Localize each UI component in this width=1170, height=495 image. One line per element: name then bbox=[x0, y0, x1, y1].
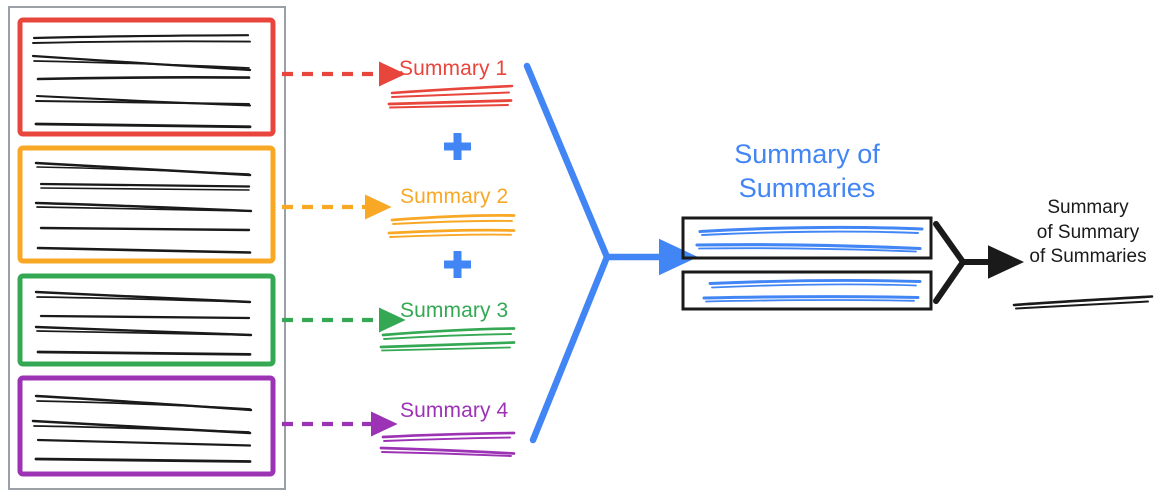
blue-funnel-connector bbox=[523, 62, 698, 444]
plus-sign-1 bbox=[444, 133, 471, 160]
plus-sign-2 bbox=[444, 251, 471, 278]
sos-box-1 bbox=[681, 216, 933, 260]
doc-group-2 bbox=[17, 145, 276, 264]
final-title-line-2: of Summary bbox=[1036, 221, 1140, 243]
doc-group-1 bbox=[17, 17, 276, 137]
doc-group-2-border bbox=[17, 145, 276, 264]
doc-group-4-scribbles bbox=[31, 394, 253, 463]
summary-4-label: Summary 4 bbox=[400, 399, 509, 422]
sos-box-2-scribbles bbox=[702, 279, 922, 303]
sos-title-line-2: Summaries bbox=[738, 172, 876, 203]
doc-group-3 bbox=[17, 273, 276, 367]
doc-group-4-border bbox=[17, 375, 276, 477]
summary-1-scribbles bbox=[387, 84, 514, 109]
sos-box-2 bbox=[681, 270, 933, 311]
summary-2-label: Summary 2 bbox=[400, 185, 509, 208]
sos-box-2-border bbox=[681, 270, 933, 311]
summary-of-summaries-title: Summary of Summaries bbox=[683, 138, 931, 206]
doc-group-1-scribbles bbox=[31, 34, 252, 129]
doc-group-2-scribbles bbox=[34, 161, 253, 254]
summary-3-scribbles bbox=[379, 327, 516, 352]
black-funnel-connector bbox=[933, 221, 1024, 304]
sos-box-1-border bbox=[681, 216, 933, 260]
summary-3-label: Summary 3 bbox=[400, 299, 509, 322]
sos-title-line-1: Summary of bbox=[734, 139, 880, 169]
final-output-scribble bbox=[1012, 295, 1154, 310]
doc-group-1-border bbox=[17, 17, 276, 137]
doc-group-3-scribbles bbox=[34, 290, 253, 356]
source-documents-container bbox=[8, 6, 286, 490]
doc-group-4 bbox=[17, 375, 276, 477]
summary-4-scribbles bbox=[379, 431, 516, 457]
final-title-line-3: of Summaries bbox=[1029, 246, 1147, 268]
final-title-line-1: Summary bbox=[1047, 197, 1129, 218]
summary-1-label: Summary 1 bbox=[399, 57, 508, 80]
final-output-title: Summary of Summary of Summaries bbox=[1008, 196, 1168, 270]
sos-box-1-scribbles bbox=[695, 225, 924, 253]
doc-group-3-border bbox=[17, 273, 276, 367]
summary-2-scribbles bbox=[387, 214, 516, 238]
